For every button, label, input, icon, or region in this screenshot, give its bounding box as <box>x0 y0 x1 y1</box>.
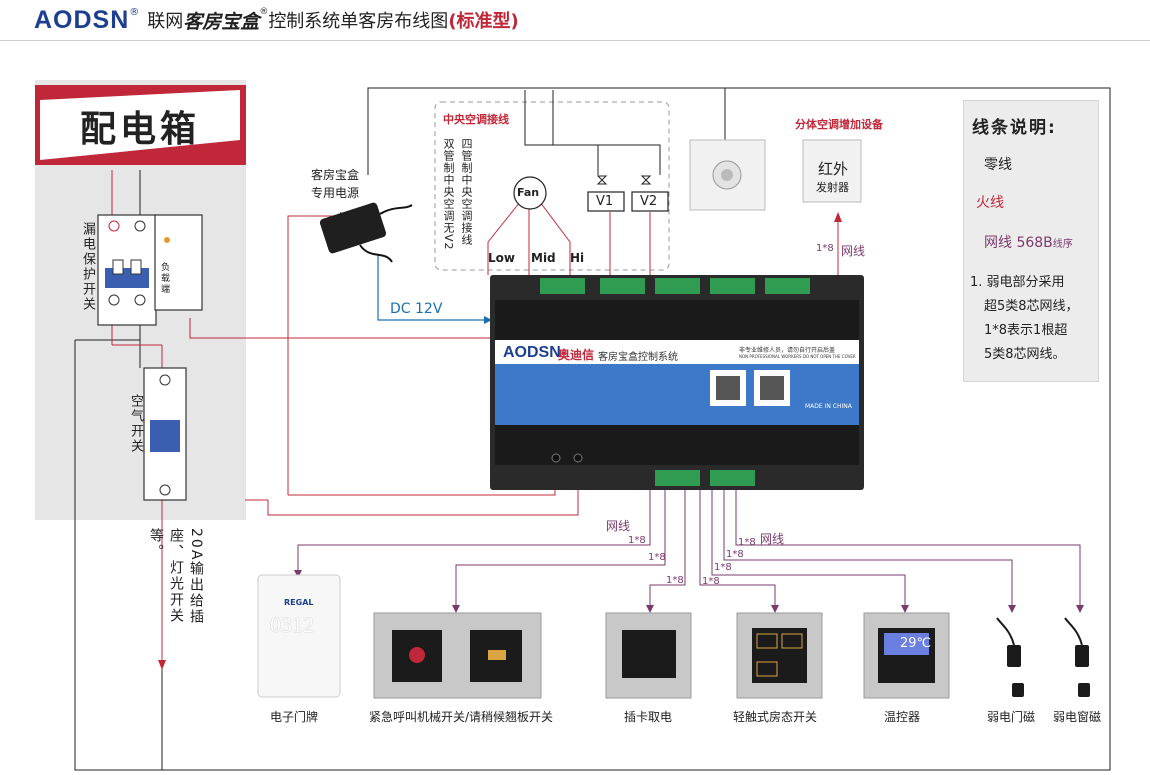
door-sign-room: 0312 <box>270 612 314 637</box>
load-label: 负载端 <box>159 262 169 295</box>
four-pipe-label: 四管制中央空调接线 <box>460 138 473 246</box>
central-ac-box <box>434 101 670 271</box>
cable-label-net-2: 网线 <box>760 532 785 546</box>
device-label-door-sign: 电子门牌 <box>270 710 319 724</box>
split-ac-cable-name: 网线 <box>841 244 866 258</box>
device-label-touch-switch: 轻触式房态开关 <box>733 710 818 724</box>
lighting-output-label: 20A输出给插座、灯光开关等。 <box>148 528 204 626</box>
speed-hi: Hi <box>570 251 585 265</box>
cable-label-spec-4: 1*8 <box>702 576 720 587</box>
page-title: 控制系统单客房布线图 <box>268 11 449 32</box>
device-label-call-switch: 紧急呼叫机械开关/请稍候翘板开关 <box>369 710 554 724</box>
power-supply-label-1: 客房宝盒 <box>311 168 360 182</box>
legend-note-2: 超5类8芯网线， <box>984 299 1079 314</box>
network-arrows <box>294 570 1084 613</box>
live-line <box>111 170 839 660</box>
ir-transmitter-panel <box>802 139 862 203</box>
leakage-switch-label: 漏电保护开关 <box>80 222 95 312</box>
central-ac-title: 中央空调接线 <box>443 113 509 126</box>
legend-box: 线条说明: 零线 火线 网线 568B线序 1. 弱电部分采用 超5类8芯网线，… <box>963 100 1099 382</box>
door-sensor <box>996 617 1024 697</box>
door-sign-panel <box>257 574 341 698</box>
cable-label-net-1: 网线 <box>606 519 631 533</box>
speaker-panel <box>689 139 766 211</box>
cable-label-spec-3: 1*8 <box>666 575 684 586</box>
dc-arrow <box>484 316 492 324</box>
dc-12v-label: DC 12V <box>390 301 443 317</box>
legend-note-4: 5类8芯网线。 <box>984 347 1066 362</box>
speed-low: Low <box>488 251 515 265</box>
device-label-thermostat: 温控器 <box>884 710 921 724</box>
cable-label-spec-6: 1*8 <box>726 549 744 560</box>
air-switch-label: 空气开关 <box>128 394 143 454</box>
title-prefix: 联网 <box>147 11 184 32</box>
valve-v1-label: V1 <box>596 194 614 209</box>
fan-label: Fan <box>517 186 540 199</box>
device-label-card-switch: 插卡取电 <box>624 710 673 724</box>
controller-made-in: MADE IN CHINA <box>805 403 852 410</box>
valve-v2-label: V2 <box>640 194 658 209</box>
registered-mark: ® <box>129 7 140 18</box>
cable-label-spec-7: 1*8 <box>738 537 756 548</box>
dc-line <box>377 255 484 321</box>
header-divider <box>0 40 1150 41</box>
speed-mid: Mid <box>531 251 556 265</box>
cable-label-spec-2: 1*8 <box>648 552 666 563</box>
network-lines <box>297 490 1081 605</box>
live-arrow <box>158 660 166 670</box>
valve-v2-box <box>631 191 669 212</box>
ir-label-2: 发射器 <box>816 181 849 194</box>
ir-label-1: 红外 <box>818 160 849 178</box>
controller-warning: 非专业维修人员，请勿自行开启后盖 <box>739 347 836 354</box>
power-adapter <box>319 202 413 263</box>
legend-network-suffix: 线序 <box>1052 239 1073 250</box>
brand-logo: AODSN <box>34 5 130 34</box>
title-type: (标准型) <box>448 11 519 32</box>
legend-network-text: 网线 568B <box>984 235 1053 251</box>
window-sensor <box>1064 617 1090 697</box>
legend-note-3: 1*8表示1根超 <box>984 323 1068 338</box>
legend-network: 网线 568B线序 <box>984 232 1073 252</box>
fan-symbol <box>513 176 547 210</box>
split-ac-title: 分体空调增加设备 <box>795 118 883 131</box>
device-label-door-sensor: 弱电门磁 <box>987 710 1036 724</box>
legend-live: 火线 <box>976 195 1004 211</box>
two-pipe-label: 双管制中央空调无V2 <box>442 138 455 251</box>
door-sign-brand: REGAL <box>284 598 314 607</box>
thermostat-display: 29℃ <box>900 636 932 651</box>
header: AODSN ® 联网 客房宝盒 ® 控制系统单客房布线图 (标准型) <box>34 3 519 37</box>
legend-neutral: 零线 <box>984 157 1012 173</box>
controller-brand-cn: 奥迪信 <box>558 348 595 362</box>
power-supply-label-2: 专用电源 <box>311 186 360 200</box>
cable-label-spec-5: 1*8 <box>714 562 732 573</box>
valve-v1-box <box>587 191 625 212</box>
split-ac-cable-spec: 1*8 <box>816 243 834 254</box>
cable-label-spec-1: 1*8 <box>628 535 646 546</box>
controller-brand: AODSN <box>503 344 561 361</box>
controller-warning-en: NON PROFESSIONAL WORKERS DO NOT OPEN THE… <box>739 354 856 359</box>
title-registered: ® <box>259 7 269 17</box>
legend-title: 线条说明: <box>972 118 1057 138</box>
legend-note-1: 1. 弱电部分采用 <box>970 275 1065 290</box>
distribution-box-title: 配电箱 <box>80 109 201 150</box>
device-label-window-sensor: 弱电窗磁 <box>1053 710 1102 724</box>
live-arrow-ac <box>834 212 842 222</box>
controller-name: 客房宝盒控制系统 <box>598 352 678 363</box>
title-product: 客房宝盒 <box>183 10 260 33</box>
